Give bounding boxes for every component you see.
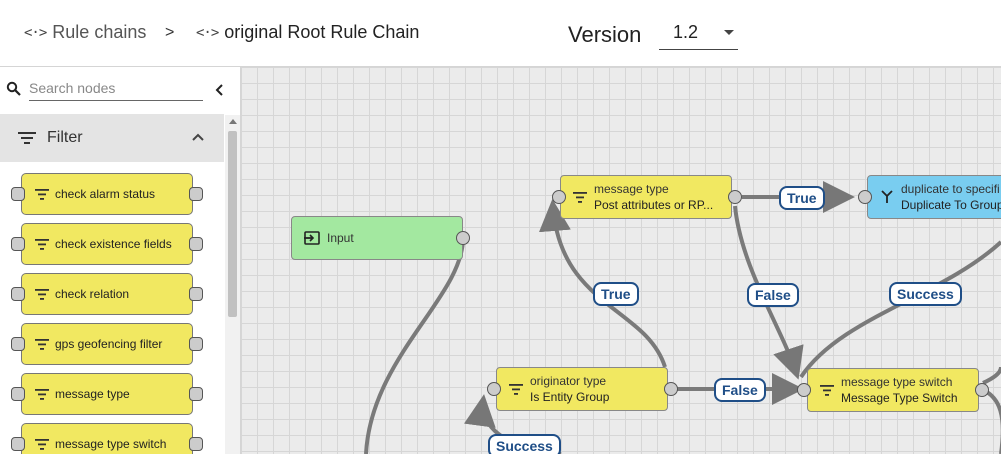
top-bar: <·> Rule chains > <·> original Root Rule…: [0, 0, 1001, 67]
palette-out-port: [189, 287, 203, 301]
collapse-sidebar-icon[interactable]: [212, 82, 226, 98]
filter-icon: [35, 388, 49, 400]
filter-section-header[interactable]: Filter: [0, 114, 224, 162]
scroll-thumb[interactable]: [228, 131, 237, 317]
dropdown-caret-icon: [724, 30, 734, 35]
filter-icon: [35, 438, 49, 450]
node-name-label: Is Entity Group: [530, 390, 610, 404]
rule-chain-canvas[interactable]: Input message type Post attributes or RP…: [241, 67, 1001, 454]
edge-label-false[interactable]: False: [747, 283, 799, 307]
palette-out-port: [189, 387, 203, 401]
filter-icon: [35, 288, 49, 300]
palette-node-check-relation[interactable]: check relation: [21, 273, 193, 315]
palette-out-port: [189, 437, 203, 451]
edge-label-false[interactable]: False: [714, 378, 766, 402]
palette-node-message-type[interactable]: message type: [21, 373, 193, 415]
edge-label-success[interactable]: Success: [488, 434, 561, 454]
node-type-label: message type switch: [841, 375, 953, 389]
palette-out-port: [189, 237, 203, 251]
breadcrumb-current-chain: <·> original Root Rule Chain: [196, 22, 419, 43]
palette-node-label: check relation: [55, 287, 130, 301]
rule-chain-icon: <·>: [196, 24, 219, 41]
rule-node-message-type-switch[interactable]: message type switch Message Type Switch: [807, 368, 979, 412]
palette-out-port: [189, 337, 203, 351]
breadcrumb-root-label: Rule chains: [52, 22, 147, 42]
search-input[interactable]: [29, 76, 203, 101]
palette-node-label: message type switch: [55, 437, 167, 451]
palette-in-port: [11, 387, 25, 401]
rule-node-message-type[interactable]: message type Post attributes or RP...: [560, 175, 732, 219]
edge-label-true[interactable]: True: [593, 282, 639, 306]
breadcrumb-rule-chains[interactable]: <·> Rule chains: [24, 22, 146, 43]
palette-out-port: [189, 187, 203, 201]
version-select[interactable]: 1.2: [659, 20, 738, 50]
filter-section-title: Filter: [47, 129, 83, 146]
palette-node-label: check existence fields: [55, 237, 172, 251]
node-input-port[interactable]: [797, 383, 811, 397]
version-label: Version: [568, 22, 642, 47]
filter-icon: [35, 338, 49, 350]
breadcrumb-chain-label: original Root Rule Chain: [224, 22, 420, 42]
palette-node-message-type-switch[interactable]: message type switch: [21, 423, 193, 454]
filter-icon: [35, 188, 49, 200]
palette-node-gps-geofencing-filter[interactable]: gps geofencing filter: [21, 323, 193, 365]
search-row: [0, 67, 240, 115]
edge-label-success[interactable]: Success: [889, 282, 962, 306]
filter-icon: [509, 383, 523, 395]
filter-icon: [820, 384, 834, 396]
node-output-port[interactable]: [975, 383, 989, 397]
rule-node-input[interactable]: Input: [291, 216, 463, 260]
wire-switch-out: [980, 387, 1001, 454]
rule-chain-icon: <·>: [24, 24, 47, 41]
search-icon: [6, 81, 21, 96]
node-input-port[interactable]: [858, 190, 872, 204]
node-type-label: duplicate to specifi: [901, 182, 1000, 196]
input-icon: [304, 231, 320, 245]
palette-in-port: [11, 237, 25, 251]
palette-node-label: gps geofencing filter: [55, 337, 163, 351]
palette-node-label: message type: [55, 387, 130, 401]
node-input-port[interactable]: [552, 190, 566, 204]
palette-in-port: [11, 287, 25, 301]
node-type-label: originator type: [530, 374, 607, 388]
filter-icon: [573, 191, 587, 203]
node-output-port[interactable]: [456, 231, 470, 245]
chevron-up-icon[interactable]: [192, 132, 204, 142]
node-type-label: message type: [594, 182, 669, 196]
node-name-label: Message Type Switch: [841, 391, 958, 405]
rule-node-duplicate-to-group[interactable]: duplicate to specifi Duplicate To Group: [867, 175, 1001, 219]
breadcrumb-separator: >: [165, 24, 175, 41]
node-palette-sidebar: Filter check alarm status check existenc…: [0, 67, 241, 454]
node-input-port[interactable]: [487, 382, 501, 396]
version-value: 1.2: [673, 22, 699, 42]
filter-icon: [35, 238, 49, 250]
palette-node-check-existence-fields[interactable]: check existence fields: [21, 223, 193, 265]
palette-in-port: [11, 187, 25, 201]
sidebar-scrollbar[interactable]: [225, 115, 240, 454]
fork-icon: [881, 190, 893, 203]
node-type-label: Input: [327, 231, 354, 245]
palette-in-port: [11, 337, 25, 351]
node-output-port[interactable]: [664, 382, 678, 396]
node-output-port[interactable]: [728, 190, 742, 204]
node-name-label: Post attributes or RP...: [594, 198, 714, 212]
edge-label-true[interactable]: True: [779, 186, 825, 210]
wire-switch-out-2: [982, 366, 1001, 385]
palette-node-check-alarm-status[interactable]: check alarm status: [21, 173, 193, 215]
palette-in-port: [11, 437, 25, 451]
palette-node-label: check alarm status: [55, 187, 156, 201]
scroll-up-arrow-icon[interactable]: [229, 119, 237, 124]
wire-success-right: [799, 240, 1001, 379]
filter-icon: [18, 132, 36, 144]
rule-node-originator-type[interactable]: originator type Is Entity Group: [496, 367, 668, 411]
node-name-label: Duplicate To Group: [901, 198, 1001, 212]
wire-input-out: [364, 237, 465, 454]
